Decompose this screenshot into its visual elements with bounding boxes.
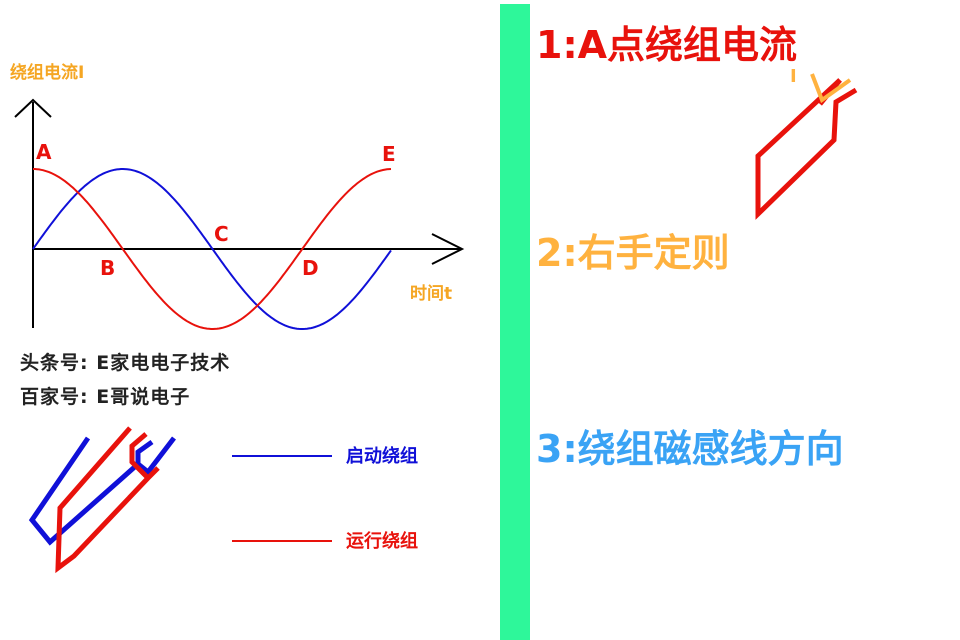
legend-run-winding: 运行绕组 xyxy=(346,531,418,552)
single-coil-outline xyxy=(755,78,858,220)
legend-red-line xyxy=(232,540,332,542)
y-axis-label: 绕组电流I xyxy=(10,63,85,83)
point-label-b: B xyxy=(100,256,116,280)
start-winding-current-curve xyxy=(32,168,392,330)
run-winding-current-curve xyxy=(33,168,392,330)
point-label-d: D xyxy=(302,256,319,280)
credit-toutiao: 头条号: E家电电子技术 xyxy=(20,352,231,374)
start-winding-coil xyxy=(28,436,154,546)
point-label-a: A xyxy=(36,140,52,164)
divider-bar xyxy=(500,4,530,640)
y-axis-arrow xyxy=(14,98,52,118)
credit-baijia: 百家号: E哥说电子 xyxy=(20,386,191,408)
current-label: I xyxy=(790,66,797,87)
step-1-title: 1:A点绕组电流 xyxy=(536,23,798,67)
legend-blue-line xyxy=(232,455,332,457)
x-axis-arrow xyxy=(431,233,465,265)
run-winding-coil-with-current xyxy=(755,73,858,220)
waveform-graph xyxy=(14,98,465,330)
point-label-e: E xyxy=(382,142,396,166)
run-winding-coil xyxy=(55,426,160,574)
current-arrow-icon xyxy=(810,73,852,104)
point-label-c: C xyxy=(214,222,229,246)
legend-start-winding: 启动绕组 xyxy=(346,446,418,467)
start-winding-lead xyxy=(136,436,176,476)
step-2-title: 2:右手定则 xyxy=(536,231,730,275)
step-3-title: 3:绕组磁感线方向 xyxy=(536,427,844,471)
x-axis-label: 时间t xyxy=(410,284,453,304)
winding-coil-diagram xyxy=(28,426,176,574)
run-winding-lead xyxy=(129,432,150,480)
